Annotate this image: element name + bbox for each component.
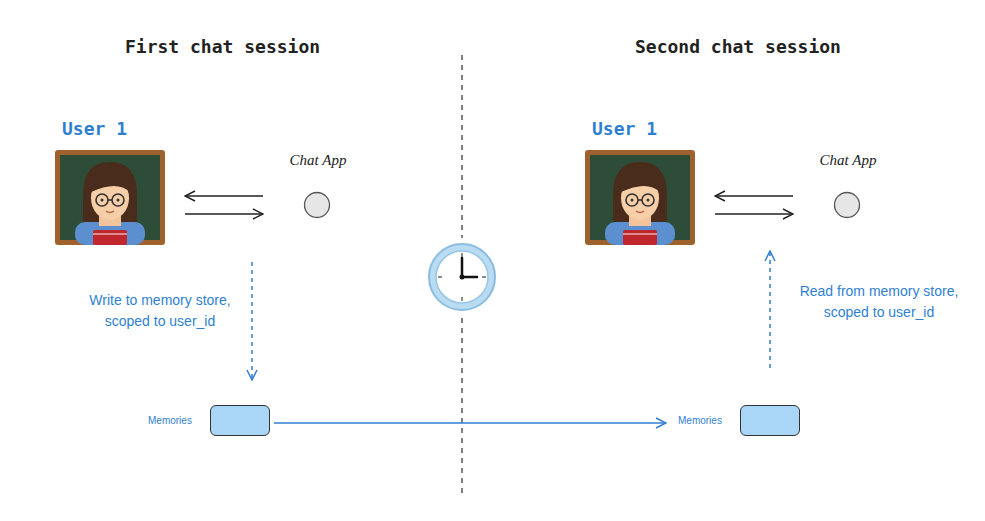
session-heading: First chat session — [125, 36, 320, 57]
chat-app-label: Chat App — [813, 152, 883, 169]
clock-icon — [429, 244, 495, 310]
user-node: User 1 — [585, 118, 695, 246]
session-heading: Second chat session — [635, 36, 841, 57]
user-label: User 1 — [592, 118, 695, 139]
chat-app-node: Chat App — [813, 152, 883, 221]
flow-arrow — [715, 195, 793, 197]
memory-access-arrow — [769, 251, 771, 368]
memory-access-arrow — [251, 262, 253, 380]
memory-box — [210, 405, 270, 436]
edge-note: Read from memory store, scoped to user_i… — [792, 281, 966, 323]
chat-app-label: Chat App — [283, 152, 353, 169]
user-avatar — [55, 150, 165, 245]
flow-arrow — [274, 422, 666, 424]
chat-app-node: Chat App — [283, 152, 353, 221]
user-label: User 1 — [62, 118, 165, 139]
flow-arrow — [185, 213, 263, 215]
memory-box — [740, 405, 800, 436]
user-node: User 1 — [55, 118, 165, 246]
user-avatar — [585, 150, 695, 245]
chat-app-circle — [283, 189, 353, 221]
flow-arrow — [185, 195, 263, 197]
session-divider — [461, 55, 463, 238]
chat-app-circle — [813, 189, 883, 221]
memory-store: Memories — [148, 405, 270, 436]
edge-note: Write to memory store, scoped to user_id — [78, 290, 242, 332]
flow-arrow — [715, 213, 793, 215]
memory-store: Memories — [678, 405, 800, 436]
memory-label: Memories — [148, 415, 192, 426]
session-divider — [461, 318, 463, 495]
memory-label: Memories — [678, 415, 722, 426]
